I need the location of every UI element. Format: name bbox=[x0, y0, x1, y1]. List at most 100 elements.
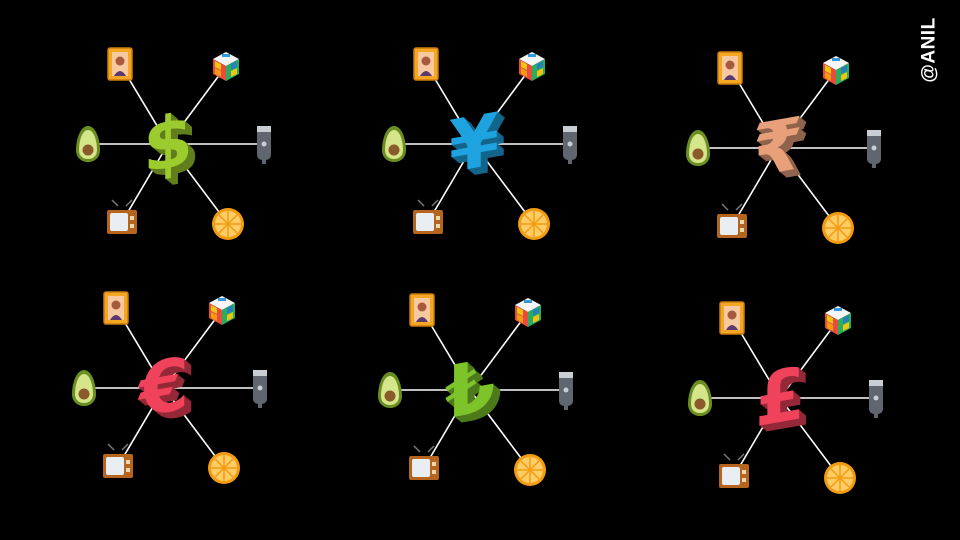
svg-text:€: € bbox=[138, 343, 190, 436]
svg-text:€: € bbox=[143, 347, 195, 440]
svg-text:€: € bbox=[139, 344, 191, 437]
dollar-symbol: $$$$$$$$ bbox=[143, 98, 200, 196]
orange-slice-icon bbox=[211, 207, 245, 241]
svg-text:₺: ₺ bbox=[446, 345, 496, 437]
watermark: @ANIL bbox=[908, 17, 952, 82]
connector-line bbox=[473, 143, 535, 225]
svg-text:₺: ₺ bbox=[450, 348, 500, 440]
svg-text:¥: ¥ bbox=[451, 100, 501, 192]
avocado-icon bbox=[378, 372, 402, 408]
electric-shaver-icon bbox=[869, 380, 883, 418]
rubiks-cube-icon bbox=[825, 306, 851, 335]
euro-symbol: €€€€€€€€ bbox=[137, 342, 196, 441]
connector-line bbox=[423, 389, 471, 469]
svg-text:€: € bbox=[141, 345, 193, 438]
rubiks-cube-icon bbox=[213, 52, 239, 81]
connector-line bbox=[121, 143, 169, 223]
connector-line bbox=[117, 387, 165, 467]
svg-text:¥: ¥ bbox=[450, 99, 500, 191]
lira-symbol-glyph: ₺ bbox=[445, 344, 495, 436]
connector-line bbox=[777, 147, 839, 229]
svg-text:$: $ bbox=[147, 101, 197, 193]
orange-slice-icon bbox=[517, 207, 551, 241]
orange-slice-icon bbox=[513, 453, 547, 487]
rubiks-cube-icon bbox=[515, 298, 541, 327]
electric-shaver-icon bbox=[867, 130, 881, 168]
avocado-icon bbox=[688, 380, 712, 416]
connector-line bbox=[731, 147, 779, 227]
svg-text:£: £ bbox=[759, 355, 809, 447]
svg-text:¥: ¥ bbox=[452, 101, 502, 193]
connector-line bbox=[427, 143, 475, 223]
orange-slice-icon bbox=[821, 211, 855, 245]
connector-line bbox=[469, 311, 529, 391]
svg-text:€: € bbox=[144, 348, 196, 441]
connector-line bbox=[779, 397, 841, 479]
svg-text:₺: ₺ bbox=[449, 347, 499, 439]
connector-line bbox=[473, 65, 533, 145]
portrait-frame-icon bbox=[409, 293, 435, 327]
svg-text:¥: ¥ bbox=[454, 102, 504, 194]
portrait-frame-icon bbox=[103, 291, 129, 325]
panel-lira: ₺₺₺₺₺₺₺₺ bbox=[378, 293, 573, 487]
connector-line bbox=[469, 389, 531, 471]
panel-dollar: $$$$$$$$ bbox=[76, 47, 271, 241]
svg-text:£: £ bbox=[760, 356, 810, 448]
rupee-symbol-glyph: ₹ bbox=[753, 102, 803, 194]
avocado-icon bbox=[72, 370, 96, 406]
svg-text:₺: ₺ bbox=[448, 347, 498, 439]
portrait-frame-icon bbox=[719, 301, 745, 335]
svg-text:$: $ bbox=[145, 100, 195, 192]
panel-euro: €€€€€€€€ bbox=[72, 291, 267, 485]
panel-pound: ££££££££ bbox=[688, 301, 883, 495]
portrait-frame-icon bbox=[413, 47, 439, 81]
svg-text:£: £ bbox=[758, 355, 808, 447]
electric-shaver-icon bbox=[559, 372, 573, 410]
orange-slice-icon bbox=[207, 451, 241, 485]
portrait-frame-icon bbox=[717, 51, 743, 85]
svg-text:₺: ₺ bbox=[452, 350, 502, 442]
connector-line bbox=[733, 397, 781, 477]
connector-line bbox=[777, 69, 837, 149]
svg-text:₹: ₹ bbox=[760, 108, 810, 200]
svg-text:₹: ₹ bbox=[755, 104, 805, 196]
connector-line bbox=[167, 143, 229, 225]
svg-text:₹: ₹ bbox=[756, 105, 806, 197]
svg-text:¥: ¥ bbox=[455, 103, 505, 195]
orange-slice-icon bbox=[823, 461, 857, 495]
svg-text:¥: ¥ bbox=[453, 101, 503, 193]
pound-symbol: ££££££££ bbox=[755, 352, 812, 450]
svg-text:$: $ bbox=[150, 104, 200, 196]
svg-text:₹: ₹ bbox=[759, 107, 809, 199]
rubiks-cube-icon bbox=[209, 296, 235, 325]
svg-text:$: $ bbox=[146, 101, 196, 193]
svg-text:£: £ bbox=[756, 353, 806, 445]
connector-line bbox=[163, 387, 225, 469]
rupee-symbol: ₹₹₹₹₹₹₹₹ bbox=[753, 102, 810, 200]
svg-text:£: £ bbox=[762, 358, 812, 450]
electric-shaver-icon bbox=[253, 370, 267, 408]
svg-text:₺: ₺ bbox=[447, 346, 497, 438]
svg-text:€: € bbox=[142, 346, 194, 439]
electric-shaver-icon bbox=[257, 126, 271, 164]
rubiks-cube-icon bbox=[519, 52, 545, 81]
svg-text:₺: ₺ bbox=[451, 349, 501, 441]
connector-line bbox=[167, 65, 227, 145]
svg-text:¥: ¥ bbox=[456, 104, 506, 196]
pound-symbol-glyph: £ bbox=[755, 352, 805, 444]
connector-line bbox=[779, 319, 839, 399]
avocado-icon bbox=[382, 126, 406, 162]
panel-yen: ¥¥¥¥¥¥¥¥ bbox=[382, 47, 577, 241]
svg-text:€: € bbox=[140, 345, 192, 438]
svg-text:£: £ bbox=[757, 354, 807, 446]
svg-text:₹: ₹ bbox=[758, 106, 808, 198]
avocado-icon bbox=[76, 126, 100, 162]
dollar-symbol-glyph: $ bbox=[143, 98, 193, 190]
panel-rupee: ₹₹₹₹₹₹₹₹ bbox=[686, 51, 881, 245]
watermark-text: @ANIL bbox=[919, 17, 941, 83]
svg-text:$: $ bbox=[148, 102, 198, 194]
yen-symbol: ¥¥¥¥¥¥¥¥ bbox=[449, 98, 506, 196]
avocado-icon bbox=[686, 130, 710, 166]
portrait-frame-icon bbox=[107, 47, 133, 81]
